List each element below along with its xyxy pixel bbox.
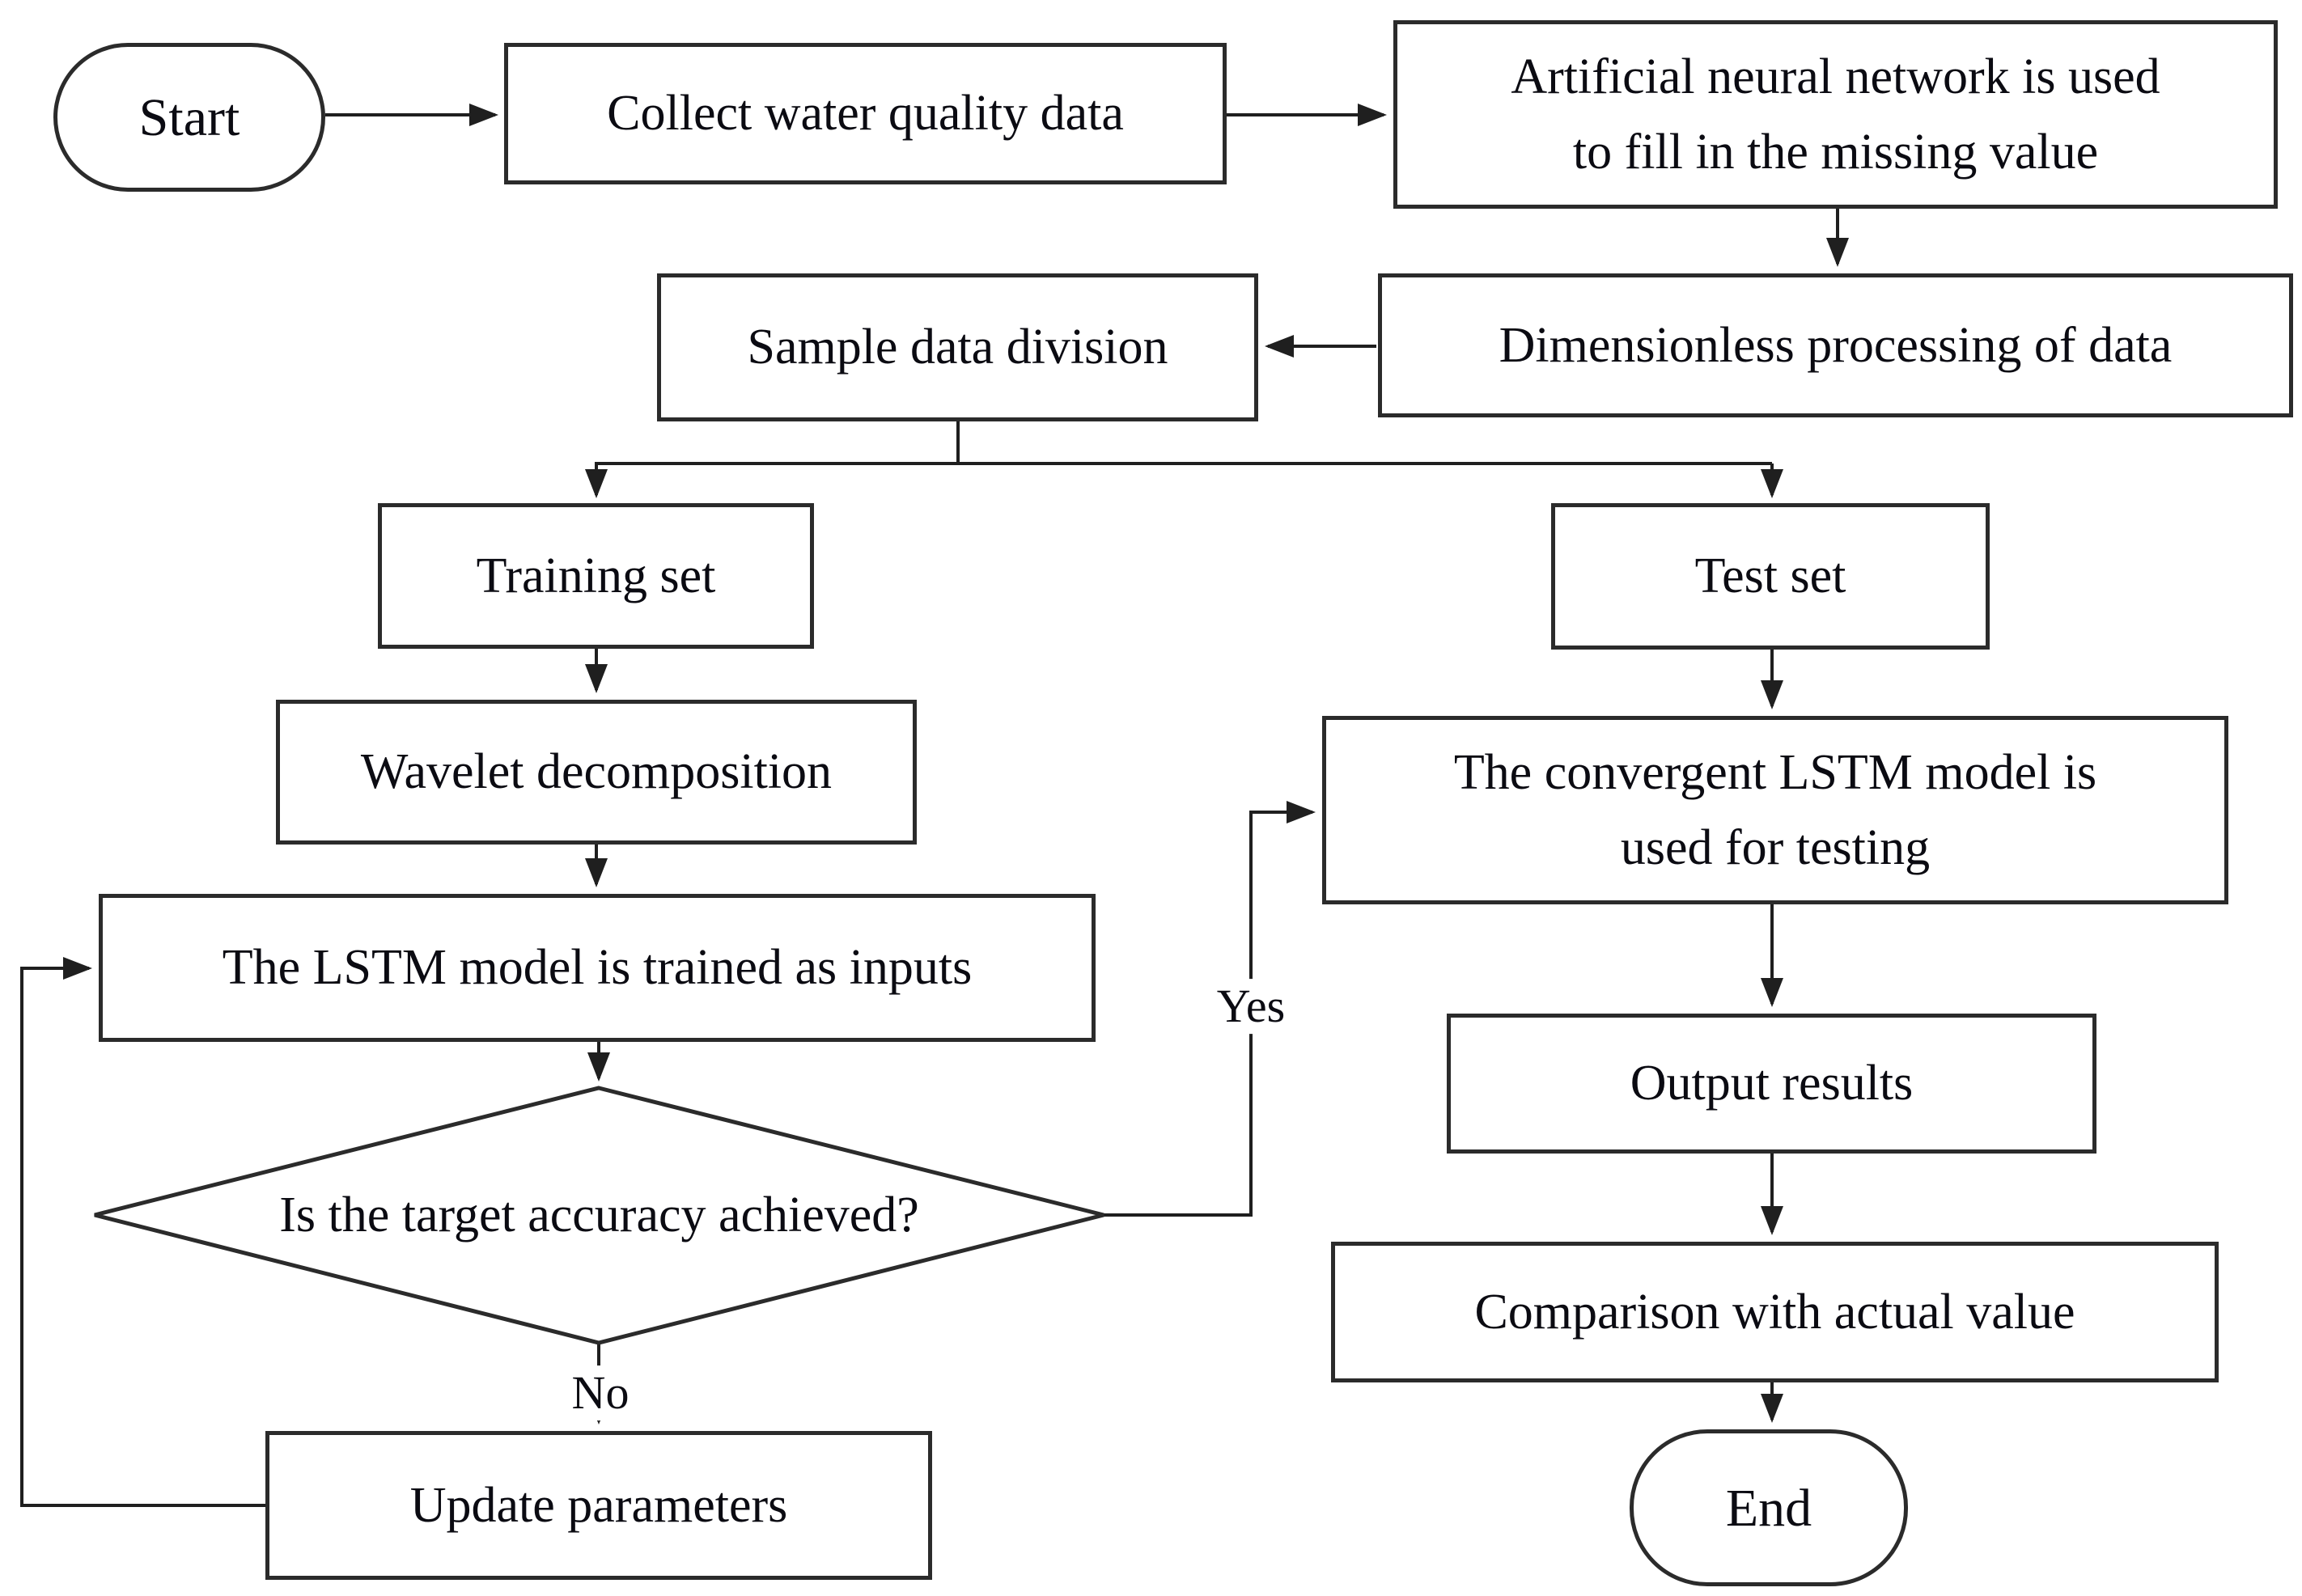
node-test-set: Test set [1551,503,1990,650]
node-wavelet-decomposition: Wavelet decomposition [276,700,917,845]
node-dimensionless-processing: Dimensionless processing of data [1378,273,2293,417]
node-output-label: Output results [1630,1056,1914,1111]
node-training-set: Training set [378,503,814,649]
node-sample-label: Sample data division [747,320,1168,375]
node-comparison-actual-value: Comparison with actual value [1331,1242,2219,1382]
node-sample-data-division: Sample data division [657,273,1258,421]
node-collect-water-quality-data: Collect water quality data [504,43,1227,184]
node-comparison-label: Comparison with actual value [1474,1284,2075,1340]
node-convergent-label: The convergent LSTM model is used for te… [1453,744,2097,875]
node-end-label: End [1725,1478,1812,1538]
node-collect-label: Collect water quality data [607,86,1124,141]
node-update-label: Update parameters [409,1477,788,1533]
node-training-label: Training set [476,548,716,603]
node-end: End [1630,1429,1908,1586]
edge-update-loop-to-lstm [20,957,265,1507]
decision-diamond-shape [94,1086,1104,1345]
node-ann-label: Artificial neural network is used to fil… [1511,49,2160,180]
node-start: Start [53,43,325,192]
node-start-label: Start [138,87,240,147]
node-test-label: Test set [1694,548,1846,603]
node-update-parameters: Update parameters [265,1431,932,1580]
node-lstm-train-label: The LSTM model is trained as inputs [222,940,973,995]
node-convergent-lstm-model: The convergent LSTM model is used for te… [1322,716,2228,904]
node-decision-target-accuracy: Is the target accuracy achieved? [95,1088,1104,1343]
node-decision-label: Is the target accuracy achieved? [279,1187,919,1243]
node-wavelet-label: Wavelet decomposition [360,744,833,799]
node-dimensionless-label: Dimensionless processing of data [1499,317,2173,373]
node-lstm-model-trained: The LSTM model is trained as inputs [99,894,1096,1042]
edge-label-yes: Yes [1208,979,1294,1034]
edge-label-no: No [563,1365,638,1420]
node-artificial-neural-network: Artificial neural network is used to fil… [1393,20,2278,209]
node-output-results: Output results [1447,1014,2096,1154]
